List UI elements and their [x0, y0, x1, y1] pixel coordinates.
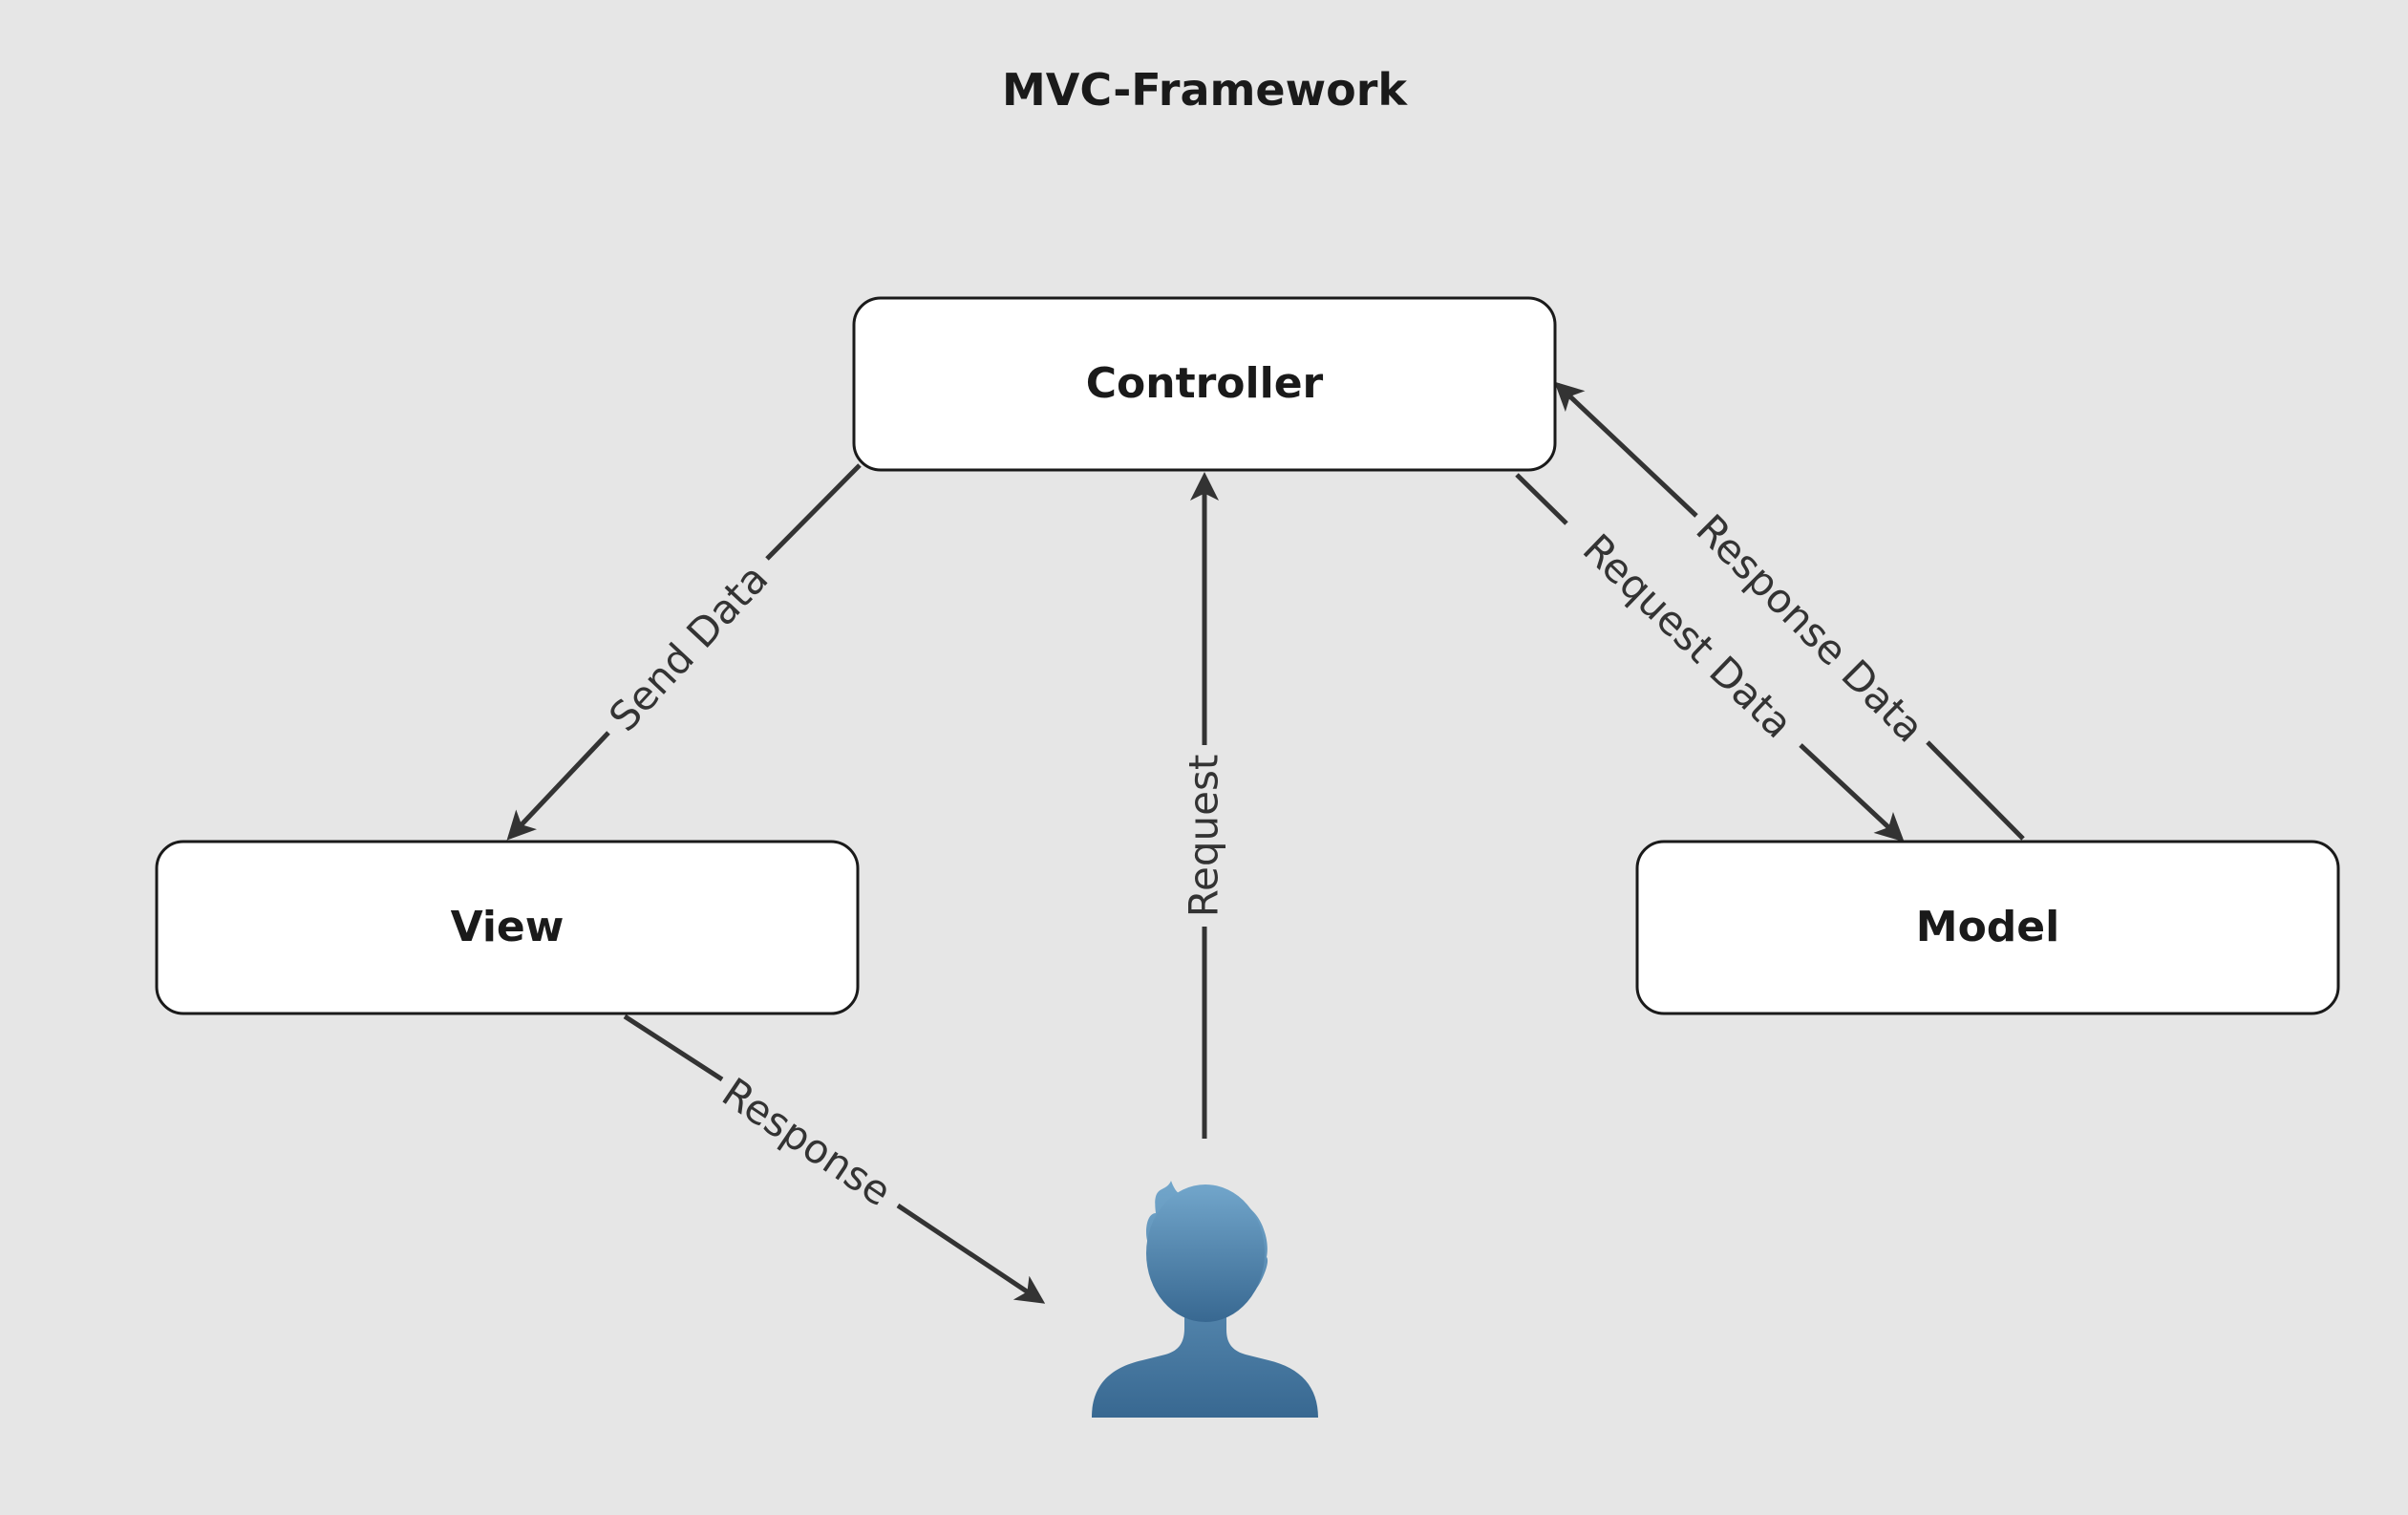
edge-send-data: Send Data: [506, 463, 862, 841]
node-model-label: Model: [1916, 903, 2059, 951]
user-icon-head: [1146, 1184, 1265, 1322]
edge-request-data-line-b: [1799, 743, 1905, 843]
user-icon: [1092, 1181, 1318, 1418]
edge-response-data-line-a: [1926, 740, 2025, 841]
node-model-box[interactable]: [1635, 840, 2340, 1015]
node-view-label: View: [451, 903, 565, 951]
node-view[interactable]: View: [155, 840, 860, 1015]
edge-response-data-label: Response Data: [1687, 505, 1933, 752]
edge-response-line-a: [623, 1014, 724, 1082]
edge-request-data-line-a: [1515, 473, 1568, 525]
edge-send-data-line-a: [765, 463, 862, 561]
edge-response-label: Response: [714, 1069, 900, 1215]
edge-request-label: Request: [1181, 755, 1227, 918]
edge-send-data-label: Send Data: [600, 555, 777, 740]
node-model[interactable]: Model: [1635, 840, 2340, 1015]
edge-response-line-b: [896, 1203, 1046, 1304]
node-controller-label: Controller: [1086, 359, 1324, 408]
edge-response-data: Response Data: [1554, 381, 2025, 841]
edge-request: Request: [1181, 472, 1227, 1139]
node-view-box[interactable]: [155, 840, 860, 1015]
node-controller[interactable]: Controller: [852, 296, 1557, 472]
edge-send-data-line-b: [506, 731, 610, 841]
node-controller-box[interactable]: [852, 296, 1557, 472]
diagram-title: MVC-Framework: [1002, 64, 1408, 116]
edge-response: Response: [623, 1014, 1046, 1304]
edge-response-data-line-b: [1554, 381, 1698, 518]
